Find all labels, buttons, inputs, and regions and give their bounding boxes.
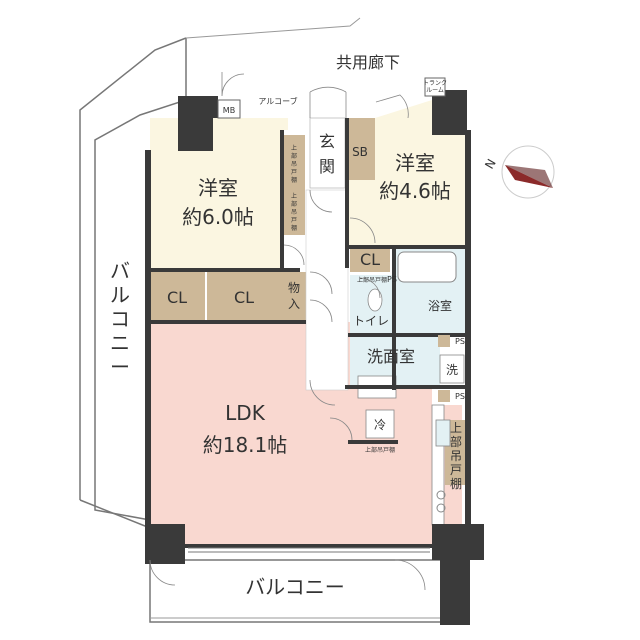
shoe-box — [345, 118, 375, 180]
svg-text:棚: 棚 — [291, 176, 297, 184]
svg-text:吊: 吊 — [291, 161, 297, 168]
bedroom2-name: 洋室 — [395, 151, 435, 175]
svg-text:部: 部 — [450, 434, 462, 449]
bathtub — [397, 251, 457, 283]
svg-text:ル: ル — [110, 283, 130, 307]
entrance-label-1: 玄 — [319, 132, 335, 151]
bedroom1-name: 洋室 — [198, 176, 238, 200]
compass: N — [482, 145, 555, 199]
bedroom2-size: 約4.6帖 — [379, 179, 451, 203]
ldk-size: 約18.1帖 — [203, 433, 288, 457]
sink — [435, 419, 451, 447]
washroom-label: 洗面室 — [367, 347, 415, 366]
svg-text:部: 部 — [291, 200, 297, 208]
svg-text:バ: バ — [110, 259, 130, 283]
upper-cabinet-label-ldk: 上部吊戸棚 — [365, 446, 395, 454]
storage-label-1: 物 — [288, 281, 300, 295]
mb-label: MB — [223, 106, 235, 115]
ps-label-1: PS — [455, 337, 465, 346]
closet-2 — [207, 272, 282, 320]
storage-room — [282, 272, 306, 320]
ps-box-1 — [438, 335, 450, 347]
door-swings — [149, 72, 426, 591]
bottom-sliding-windows — [188, 547, 430, 553]
svg-text:棚: 棚 — [291, 224, 297, 232]
ps-label-2: PS — [455, 392, 465, 401]
entrance-label-2: 関 — [319, 157, 335, 176]
balcony-side-label: バ ル コ ニ ー — [110, 259, 130, 379]
closet-3-label: CL — [360, 250, 380, 269]
trunk-room-box — [424, 77, 446, 97]
ldk-name: LDK — [225, 401, 266, 425]
mb-box — [217, 99, 241, 119]
ps-label-3: PS — [387, 275, 397, 284]
hallway — [305, 189, 349, 391]
walls — [145, 90, 484, 625]
alcove-label: アルコーブ — [258, 96, 297, 106]
bedroom2-room — [345, 100, 470, 245]
compass-needle-shade — [505, 165, 553, 188]
svg-text:戸: 戸 — [291, 169, 297, 176]
svg-text:部: 部 — [291, 152, 297, 160]
storage-label-2: 入 — [288, 297, 300, 311]
closet-1 — [150, 272, 205, 320]
stove-burner-1 — [436, 490, 446, 500]
left-balcony — [79, 17, 361, 529]
svg-text:戸: 戸 — [450, 463, 462, 477]
closet-1-label: CL — [167, 288, 187, 307]
washer-space — [439, 354, 465, 384]
stove-burner-2 — [436, 503, 446, 513]
upper-cabinet-1 — [283, 135, 305, 235]
entrance-floor — [309, 117, 346, 189]
compass-ring — [501, 145, 555, 199]
trunk-room-label-1: トランク — [423, 80, 447, 87]
svg-text:コ: コ — [110, 307, 130, 331]
closet-3 — [350, 246, 390, 272]
north-label: N — [482, 157, 499, 172]
wash-label: 洗 — [446, 363, 458, 377]
svg-text:戸: 戸 — [291, 217, 297, 224]
fridge-space — [365, 409, 395, 439]
svg-text:上: 上 — [291, 192, 297, 200]
svg-text:吊: 吊 — [291, 209, 297, 216]
svg-text:上: 上 — [450, 421, 462, 435]
balcony-bottom-label: バルコニー — [245, 575, 345, 599]
svg-text:棚: 棚 — [450, 476, 462, 491]
bedroom1-size: 約6.0帖 — [182, 205, 254, 229]
bedroom1-room — [150, 118, 282, 268]
upper-cabinet-label-kitchen: 上 部 吊 戸 棚 — [450, 421, 462, 491]
corridor-label: 共用廊下 — [336, 53, 400, 72]
toilet-bowl — [367, 288, 383, 312]
svg-text:ー: ー — [110, 355, 130, 379]
trunk-room-label-2: ルーム — [426, 87, 444, 94]
closet-2-label: CL — [234, 288, 254, 307]
svg-text:ニ: ニ — [110, 331, 130, 355]
fridge-label: 冷 — [374, 418, 386, 432]
upper-cabinet-label-toilet: 上部吊戸棚 — [357, 276, 387, 284]
ps-box-2 — [438, 390, 450, 402]
sb-label: SB — [352, 145, 368, 159]
upper-cabinet-label-bedroom1: 上 部 吊 戸 棚 上 部 吊 戸 棚 — [291, 144, 297, 232]
bath-label: 浴室 — [428, 298, 452, 313]
toilet-label: トイレ — [353, 314, 389, 328]
svg-text:上: 上 — [291, 144, 297, 152]
svg-text:吊: 吊 — [450, 449, 462, 463]
